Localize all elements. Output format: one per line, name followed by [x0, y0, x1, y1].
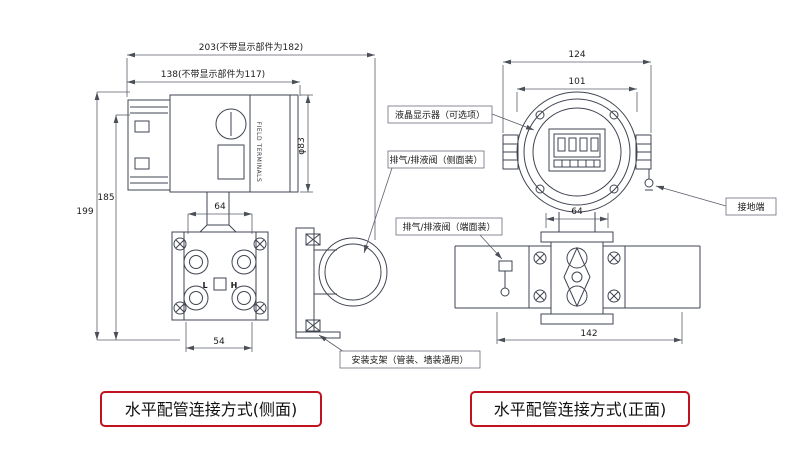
callout-bracket-label: 安装支架（管装、墙装通用）: [351, 354, 468, 366]
caption-front-view: 水平配管连接方式(正面): [470, 391, 690, 427]
dim-124: 124: [568, 50, 585, 60]
callout-bracket: 安装支架（管装、墙装通用）: [318, 334, 481, 369]
dim-64-front: 64: [571, 207, 583, 217]
high-port-mark: H: [231, 281, 238, 290]
front-view: 124 101 64 142 液晶显示器（可选项） 排气/排液阀（端面装） 接地…: [387, 50, 777, 344]
callout-vent-front: 排气/排液阀（端面装）: [395, 217, 503, 260]
side-dimensions: [94, 52, 376, 352]
callout-vent-front-label: 排气/排液阀（端面装）: [402, 221, 495, 233]
pipe-section: [318, 237, 388, 307]
process-flange-front: [528, 212, 626, 325]
flange-bolts: [173, 237, 267, 315]
low-port-mark: L: [202, 281, 207, 290]
dim-64-side: 64: [214, 202, 226, 212]
dim-54: 54: [213, 337, 225, 347]
field-terminals-label: FIELD TERMINALS: [255, 122, 262, 183]
electronics-housing-front: [502, 91, 652, 213]
process-pipe: [454, 245, 701, 309]
callout-lcd: 液晶显示器（可选项）: [387, 105, 535, 131]
dim-total-width: 203(不带显示部件为182): [199, 41, 303, 53]
dim-101: 101: [568, 77, 585, 87]
ground-terminal: [644, 169, 654, 191]
front-dimensions: [496, 59, 683, 344]
mounting-bracket-side: [295, 227, 341, 339]
dim-height-185: 185: [97, 193, 114, 203]
callout-ground: 接地端: [655, 185, 777, 216]
dim-dia-83: φ83: [297, 137, 307, 154]
callout-vent-side: 排气/排液阀（侧面装）: [363, 150, 485, 254]
dim-142: 142: [580, 329, 597, 339]
electronics-housing-side: [127, 94, 299, 193]
dim-body-width: 138(不带显示部件为117): [161, 68, 265, 80]
lcd-display: [548, 128, 606, 172]
caption-front-label: 水平配管连接方式(正面): [494, 400, 667, 419]
caption-side-view: 水平配管连接方式(侧面): [100, 391, 322, 427]
callout-vent-side-label: 排气/排液阀（侧面装）: [389, 154, 482, 166]
process-flange-side: [171, 191, 269, 321]
vent-valve-front: [498, 260, 513, 297]
callout-lcd-label: 液晶显示器（可选项）: [395, 109, 485, 121]
dim-height-199: 199: [76, 207, 93, 217]
caption-side-label: 水平配管连接方式(侧面): [125, 400, 298, 419]
callout-ground-label: 接地端: [737, 201, 764, 213]
side-view: FIELD TERMINALS L H: [76, 41, 485, 369]
